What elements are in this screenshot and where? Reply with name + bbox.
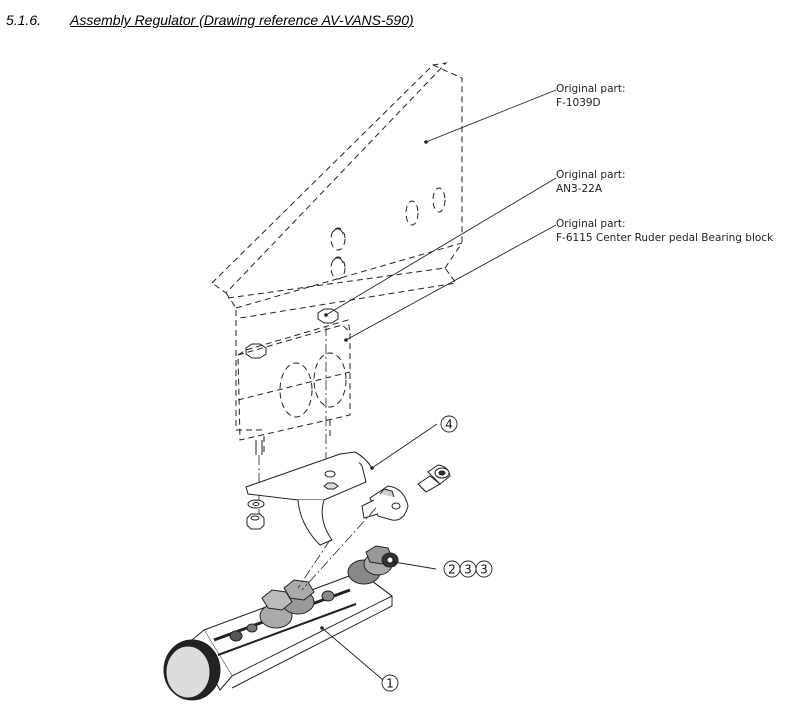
section-heading: 5.1.6. Assembly Regulator (Drawing refere… [6,12,414,28]
leader-dots [320,140,428,630]
bracket-holes-solid [332,228,344,264]
bearing-block-f6115 [237,319,351,452]
bolt-shaft [255,440,263,455]
washer-and-nut [246,499,265,530]
section-title: Assembly Regulator (Drawing reference AV… [70,12,414,28]
callout-an3-line2: AN3-22A [556,183,603,195]
fittings-2-3 [347,545,399,585]
balloon-3b-label: 3 [480,563,488,577]
bolt-an3-22a [245,308,339,359]
balloon-2-label: 2 [448,563,456,577]
mounting-bracket-4 [245,451,373,546]
callout-1039d-line2: F-1039D [556,97,601,109]
leader-lines [321,89,557,681]
balloon-4: 4 [440,415,458,433]
callout-f6115-line1: Original part: [556,218,626,230]
callout-1039d-line1: Original part: [556,83,626,95]
balloon-2-3-3: 2 3 3 [443,560,493,578]
callout-f6115-line2: F-6115 Center Ruder pedal Bearing block [556,232,774,244]
section-number: 5.1.6. [6,12,42,28]
balloon-1-label: 1 [386,677,394,691]
banjo-fitting [361,485,409,521]
regulator-body-1 [163,571,393,701]
cap-screw [417,464,451,493]
balloon-3a-label: 3 [464,563,472,577]
assembly-centerlines [297,507,377,591]
balloon-4-label: 4 [445,418,453,432]
balloon-1: 1 [381,674,399,692]
angle-bracket-f1039d [211,62,463,431]
callout-an3-line1: Original part: [556,169,626,181]
